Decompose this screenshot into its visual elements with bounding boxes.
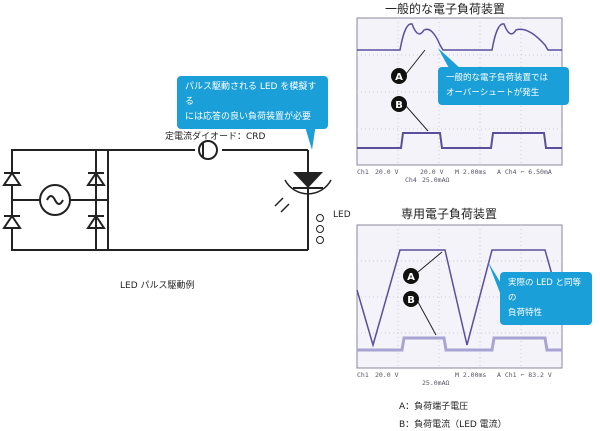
circuit [11, 149, 309, 251]
marker-b: B [407, 295, 415, 306]
callout-line: 一般的な電子負荷装置では [446, 73, 549, 83]
math-scale: 20.0 V [420, 168, 444, 176]
legend-a: A：負荷端子電圧 [399, 402, 469, 412]
led-label: LED [333, 210, 351, 220]
marker-a: A [395, 72, 403, 83]
callout-line: オーバーシュートが発生 [446, 88, 540, 98]
timebase: M 2.00ms [455, 168, 486, 176]
title-dedicated: 専用電子負荷装置 [401, 207, 498, 221]
led-icon [274, 172, 332, 244]
diode-icons [2, 150, 106, 250]
callout-line: には応答の良い負荷装置が必要 [185, 112, 312, 122]
crd-label: 定電流ダイオード：CRD [165, 132, 266, 142]
trigger: A Ch4 ⌐ 6.50mA [497, 168, 552, 176]
callout-line: 実際の LED と同等の [508, 278, 582, 303]
circuit-caption: LED パルス駆動例 [120, 281, 195, 291]
ch1-label: Ch1 [357, 168, 369, 176]
callout-line: パルス駆動される LED を模擬する [185, 82, 317, 107]
ac-source-icon [39, 184, 71, 216]
title-general: 一般的な電子負荷装置 [385, 2, 506, 16]
waveform-a-bottom [356, 249, 563, 348]
ch1-scale: 20.0 V [375, 168, 399, 176]
trigger: A Ch1 ⌐ 83.2 V [497, 371, 552, 379]
callout-dedicated: 実際の LED と同等の 負荷特性 [500, 272, 592, 325]
ch4-scale: 25.0mAΩ [422, 379, 449, 387]
waveform-b-bottom [357, 336, 562, 352]
waveform-b-top [357, 132, 562, 149]
ch4-scale: 25.0mAΩ [422, 176, 449, 184]
marker-a: A [407, 272, 415, 283]
waveform-a-top [357, 23, 562, 51]
crd-icon [198, 140, 218, 160]
ch1-label: Ch1 [357, 371, 369, 379]
ch4-label: Ch4 [405, 176, 417, 184]
markers [391, 68, 419, 307]
callout-main: パルス駆動される LED を模擬する には応答の良い負荷装置が必要 [177, 76, 328, 129]
ch1-scale: 20.0 V [375, 371, 399, 379]
callout-general: 一般的な電子負荷装置では オーバーシュートが発生 [438, 67, 569, 105]
marker-b: B [395, 100, 403, 111]
timebase: M 2.00ms [455, 371, 486, 379]
callout-line: 負荷特性 [508, 308, 543, 318]
legend-b: B：負荷電流（LED 電流） [399, 420, 507, 430]
